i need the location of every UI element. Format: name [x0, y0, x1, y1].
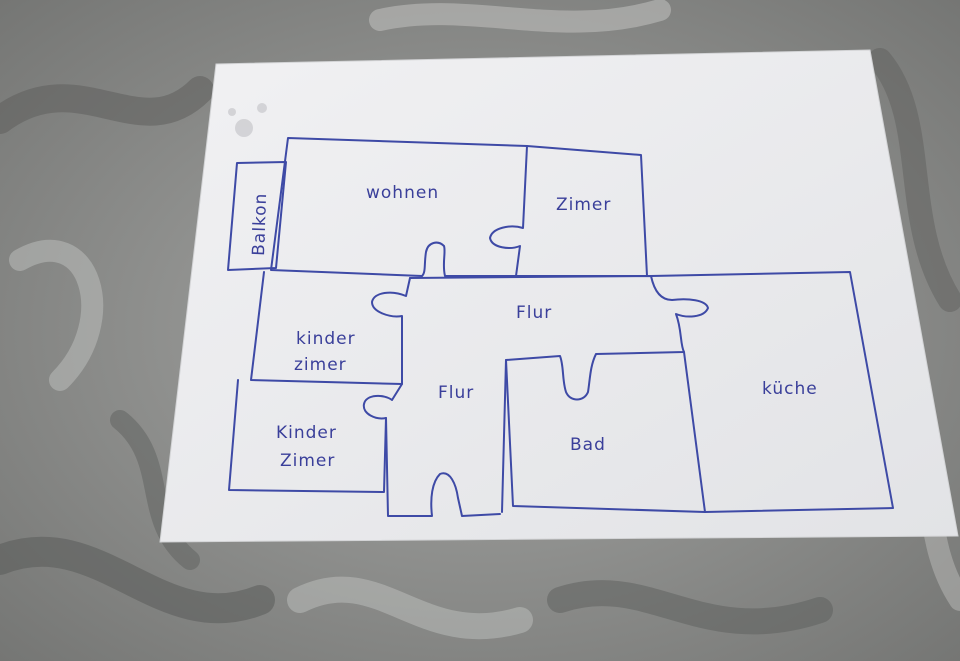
kuche-label: küche — [762, 379, 818, 399]
paper-stains — [228, 103, 267, 137]
kinderzimer-2-label-line1: Kinder — [276, 423, 337, 443]
bad-label: Bad — [570, 435, 606, 455]
flur-top-label: Flur — [516, 303, 552, 323]
bad-outline — [505, 359, 706, 513]
wohnen-label: wohnen — [366, 183, 439, 203]
zimer-label: Zimer — [556, 195, 611, 215]
kinderzimer-1-outline — [250, 271, 411, 385]
flur-top-outline — [409, 275, 709, 513]
kinderzimer-1-label-line2: zimer — [294, 355, 347, 375]
kinderzimer-1-label-line1: kinder — [296, 329, 356, 349]
wohnen-outline — [270, 137, 528, 277]
kuche-outline — [650, 271, 894, 513]
floor-plan-drawing — [227, 137, 894, 517]
paper-sheet — [159, 49, 959, 543]
blanket-folds — [0, 0, 960, 640]
flur-bottom-outline — [385, 417, 501, 517]
kinderzimer-2-label-line2: Zimer — [280, 451, 335, 471]
flur-bottom-label: Flur — [438, 383, 474, 403]
balkon-label: Balkon — [249, 192, 271, 256]
balkon-outline — [227, 161, 287, 271]
